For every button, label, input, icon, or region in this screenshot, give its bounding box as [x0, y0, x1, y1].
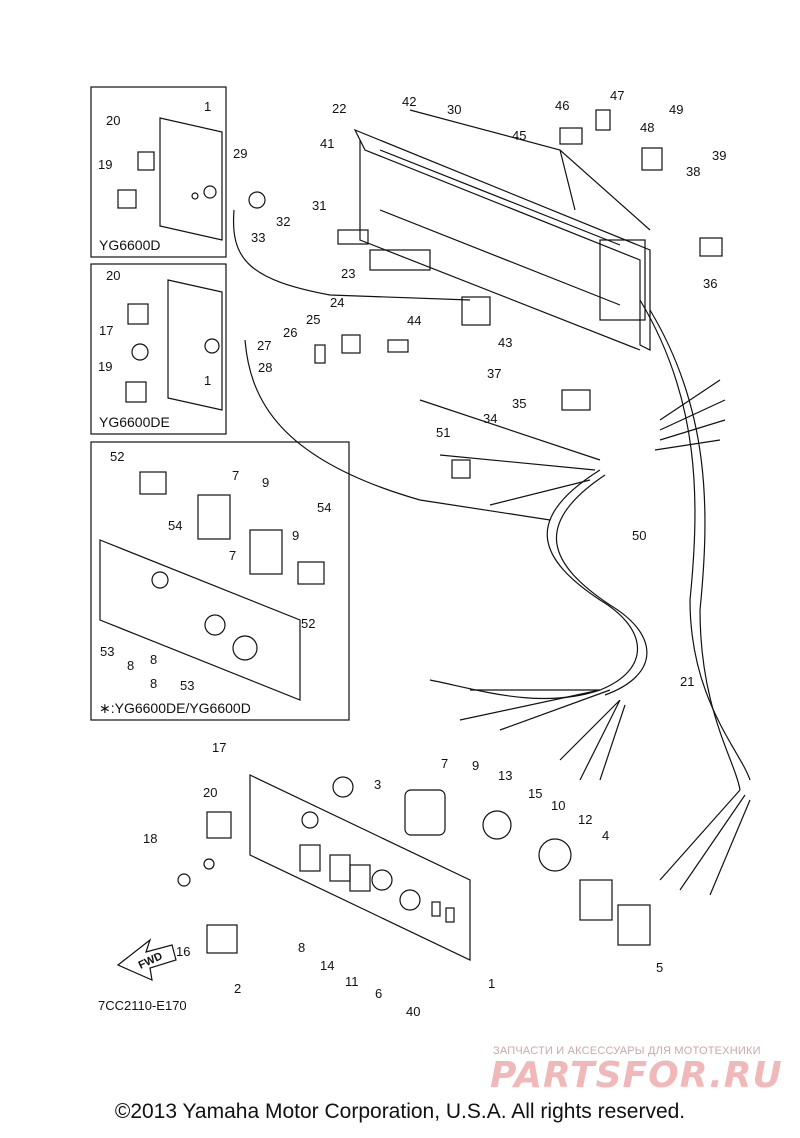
callout: 1 [488, 976, 495, 991]
callout: 14 [320, 958, 334, 973]
callout: 12 [578, 812, 592, 827]
callout: 1 [204, 373, 211, 388]
inset3-panel [99, 539, 301, 701]
callout: 7 [229, 548, 236, 563]
callout: 38 [686, 164, 700, 179]
callout: 53 [100, 644, 114, 659]
callout: 54 [168, 518, 182, 533]
callout: 35 [512, 396, 526, 411]
callout: 27 [257, 338, 271, 353]
callout: 20 [106, 268, 120, 283]
callout: 5 [656, 960, 663, 975]
inset1-panel [159, 117, 223, 241]
callout: 21 [680, 674, 694, 689]
inset-label-common: ∗:YG6600DE/YG6600D [99, 700, 251, 716]
callout: 30 [447, 102, 461, 117]
callout: 20 [106, 113, 120, 128]
watermark-logo: PARTSFOR.RU [490, 1055, 783, 1096]
callout: 2 [234, 981, 241, 996]
callout: 26 [283, 325, 297, 340]
callout-numbers: 1 20 19 20 17 19 1 52 7 9 54 54 9 7 52 5… [98, 88, 726, 1019]
control-box-frame [353, 128, 651, 351]
callout: 17 [212, 740, 226, 755]
callout: 53 [180, 678, 194, 693]
callout: 19 [98, 157, 112, 172]
inset-box-yg6600de [90, 263, 227, 435]
callout: 47 [610, 88, 624, 103]
callout: 16 [176, 944, 190, 959]
callout: 48 [640, 120, 654, 135]
callout: 29 [233, 146, 247, 161]
callout: 20 [203, 785, 217, 800]
callout: 42 [402, 94, 416, 109]
copyright-notice: ©2013 Yamaha Motor Corporation, U.S.A. A… [114, 1100, 686, 1123]
diagram-code: 7CC2110-E170 [98, 998, 187, 1013]
callout: 50 [632, 528, 646, 543]
watermark-tagline: ЗАПЧАСТИ И АКСЕССУАРЫ ДЛЯ МОТОТЕХНИКИ [493, 1045, 761, 1057]
callout: 34 [483, 411, 497, 426]
callout: 44 [407, 313, 421, 328]
callout: 51 [436, 425, 450, 440]
callout: 19 [98, 359, 112, 374]
callout: 4 [602, 828, 609, 843]
callout: 23 [341, 266, 355, 281]
callout: 8 [127, 658, 134, 673]
callout: 17 [99, 323, 113, 338]
callout: 3 [374, 777, 381, 792]
callout: 52 [301, 616, 315, 631]
callout: 31 [312, 198, 326, 213]
callout: 37 [487, 366, 501, 381]
wire-harness-21 [429, 469, 638, 700]
callout: 9 [292, 528, 299, 543]
callout: 28 [258, 360, 272, 375]
callout: 33 [251, 230, 265, 245]
hour-meter-29 [248, 191, 266, 209]
callout: 10 [551, 798, 565, 813]
callout: 39 [712, 148, 726, 163]
callout: 22 [332, 101, 346, 116]
callout: 7 [232, 468, 239, 483]
callout: 15 [528, 786, 542, 801]
callout: 41 [320, 136, 334, 151]
inset-label-yg6600d: YG6600D [99, 237, 161, 253]
breaker-5 [617, 904, 651, 946]
callout: 1 [204, 99, 211, 114]
callout: 7 [441, 756, 448, 771]
inset-box-common [90, 441, 350, 721]
callout: 32 [276, 214, 290, 229]
fwd-arrow-icon [116, 938, 177, 981]
control-panel-1 [249, 774, 471, 961]
callout: 6 [375, 986, 382, 1001]
callout: 9 [262, 475, 269, 490]
callout: 40 [406, 1004, 420, 1019]
callout: 46 [555, 98, 569, 113]
callout: 25 [306, 312, 320, 327]
callout: 36 [703, 276, 717, 291]
callout: 8 [150, 676, 157, 691]
callout: 52 [110, 449, 124, 464]
callout: 18 [143, 831, 157, 846]
receptacle-7 [404, 789, 446, 836]
callout: 43 [498, 335, 512, 350]
callout: 24 [330, 295, 344, 310]
callout: 54 [317, 500, 331, 515]
callout: 8 [298, 940, 305, 955]
inset2-panel [167, 279, 223, 411]
callout: 8 [150, 652, 157, 667]
callout: 11 [345, 974, 359, 989]
callout: 45 [512, 128, 526, 143]
callout: 9 [472, 758, 479, 773]
inset-box-yg6600d [90, 86, 227, 258]
inset-label-yg6600de: YG6600DE [99, 414, 170, 430]
callout: 49 [669, 102, 683, 117]
callout: 13 [498, 768, 512, 783]
breaker-4 [579, 879, 613, 921]
